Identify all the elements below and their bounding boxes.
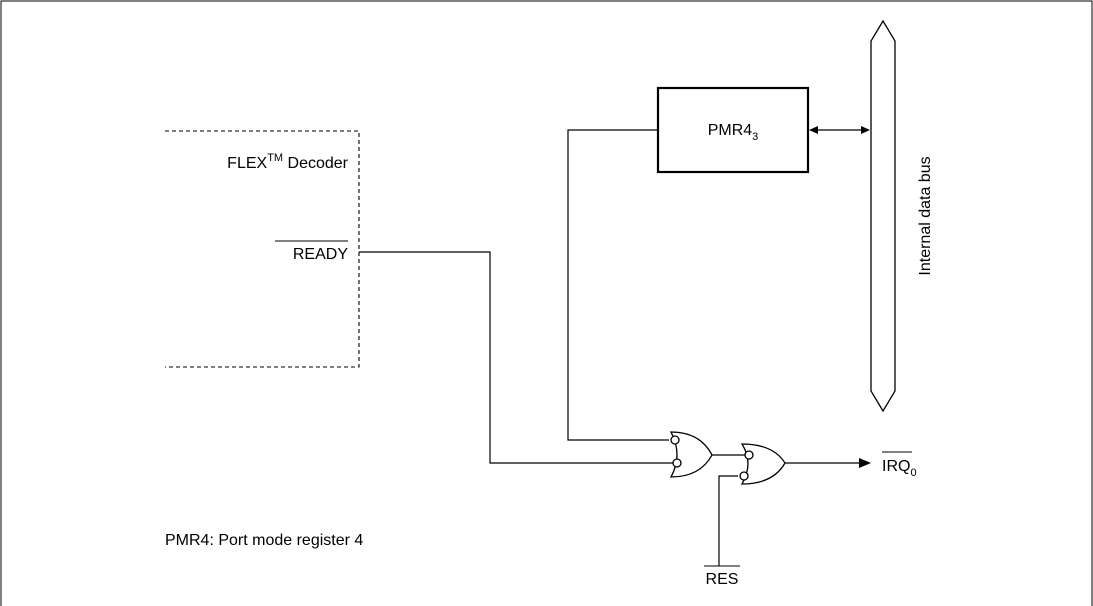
flex-decoder-label: FLEXTM Decoder — [227, 152, 349, 172]
reset-wire — [718, 475, 738, 566]
irq-subscript: 0 — [910, 467, 916, 479]
gate2-inversion-bubble-bottom — [739, 471, 749, 481]
register-subscript: 3 — [752, 131, 758, 143]
legend-note: PMR4: Port mode register 4 — [165, 532, 363, 549]
or-gate-1 — [669, 431, 713, 478]
internal-data-bus-label: Internal data bus — [917, 156, 934, 275]
arrowhead-left — [809, 126, 818, 134]
trademark-superscript: TM — [267, 152, 283, 164]
gate1-inversion-bubble-top — [670, 435, 680, 445]
pmr4-register-label: PMR43 — [708, 122, 759, 143]
irq-arrowhead — [859, 458, 871, 468]
or-gate-2 — [740, 443, 786, 485]
gate1-inversion-bubble-bottom — [672, 458, 682, 468]
arrowhead-right — [861, 126, 870, 134]
gate2-inversion-bubble-top — [744, 450, 754, 460]
internal-data-bus — [870, 19, 896, 413]
flex-decoder-block — [165, 130, 360, 368]
ready-signal-label: READY — [293, 246, 348, 263]
pmr4-register-box — [656, 86, 810, 174]
reset-input-label: RES — [706, 571, 739, 588]
ready-wire — [359, 251, 680, 464]
irq-output-label: IRQ0 — [882, 458, 917, 479]
pmr4-output-wire — [567, 129, 669, 441]
